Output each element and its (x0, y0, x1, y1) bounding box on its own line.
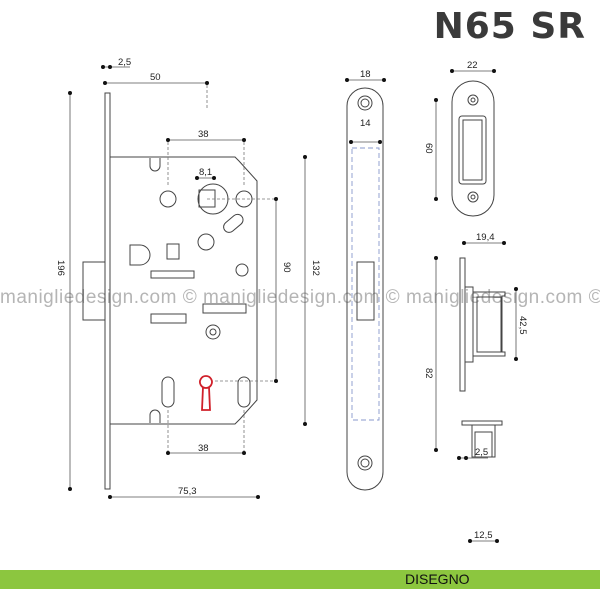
strike-bottom: 12,5 (461, 420, 503, 543)
latch-part (150, 313, 187, 324)
cylinder-ring (205, 324, 221, 340)
dim-depth: 75,3 (178, 486, 197, 497)
product-title: N65 SR (433, 6, 586, 47)
dim-strike-width: 22 (467, 60, 478, 71)
dim-spacing-top: 38 (198, 129, 209, 140)
dim-case-height: 132 (310, 260, 321, 276)
latch-bolt (82, 261, 106, 321)
dim-backset: 50 (150, 72, 161, 83)
dim-strike-height: 60 (423, 143, 434, 154)
slot-left (161, 376, 175, 408)
dim-faceplate-inner: 14 (360, 118, 371, 129)
footer-bar: DISEGNO (0, 570, 600, 589)
dim-spacing-bottom: 38 (198, 443, 209, 454)
slot (223, 213, 244, 233)
strike-front: 22 60 (423, 60, 496, 217)
dim-strike-length: 82 (423, 368, 434, 379)
strike-side: 19,4 82 42,5 2,5 (423, 232, 528, 460)
dim-spindle: 8,1 (199, 167, 212, 178)
d-shape (129, 244, 151, 266)
spindle-square (198, 189, 216, 208)
watermark: manigliedesign.com © manigliedesign.com … (0, 287, 600, 308)
small-block (166, 243, 180, 260)
dim-center-distance: 90 (281, 262, 292, 273)
hole (197, 233, 215, 251)
dim-height-total: 196 (55, 260, 66, 276)
latch-part (202, 303, 247, 314)
hole (235, 263, 249, 277)
technical-drawing: 2,5 50 38 8,1 38 75,3 90 132 196 18 14 2… (55, 57, 528, 543)
faceplate-front: 18 14 (345, 69, 386, 491)
lock-body: 2,5 50 38 8,1 38 75,3 90 132 196 (55, 57, 321, 499)
keyhole-icon (199, 375, 213, 411)
dim-faceplate-width: 18 (360, 69, 371, 80)
dim-faceplate-thickness: 2,5 (118, 57, 131, 68)
screw-hole (159, 190, 177, 208)
notch-bottom (149, 409, 161, 423)
dim-strike-plate: 2,5 (475, 447, 488, 458)
dim-strike-box: 42,5 (517, 316, 528, 335)
lock-case (109, 156, 258, 425)
notch-top (149, 158, 161, 172)
slot-right (237, 376, 251, 408)
faceplate-side (104, 92, 111, 490)
dim-strike-box-width: 12,5 (474, 530, 493, 541)
dim-strike-depth: 19,4 (476, 232, 495, 243)
latch-part (150, 270, 195, 279)
footer-label: DISEGNO (405, 571, 470, 587)
